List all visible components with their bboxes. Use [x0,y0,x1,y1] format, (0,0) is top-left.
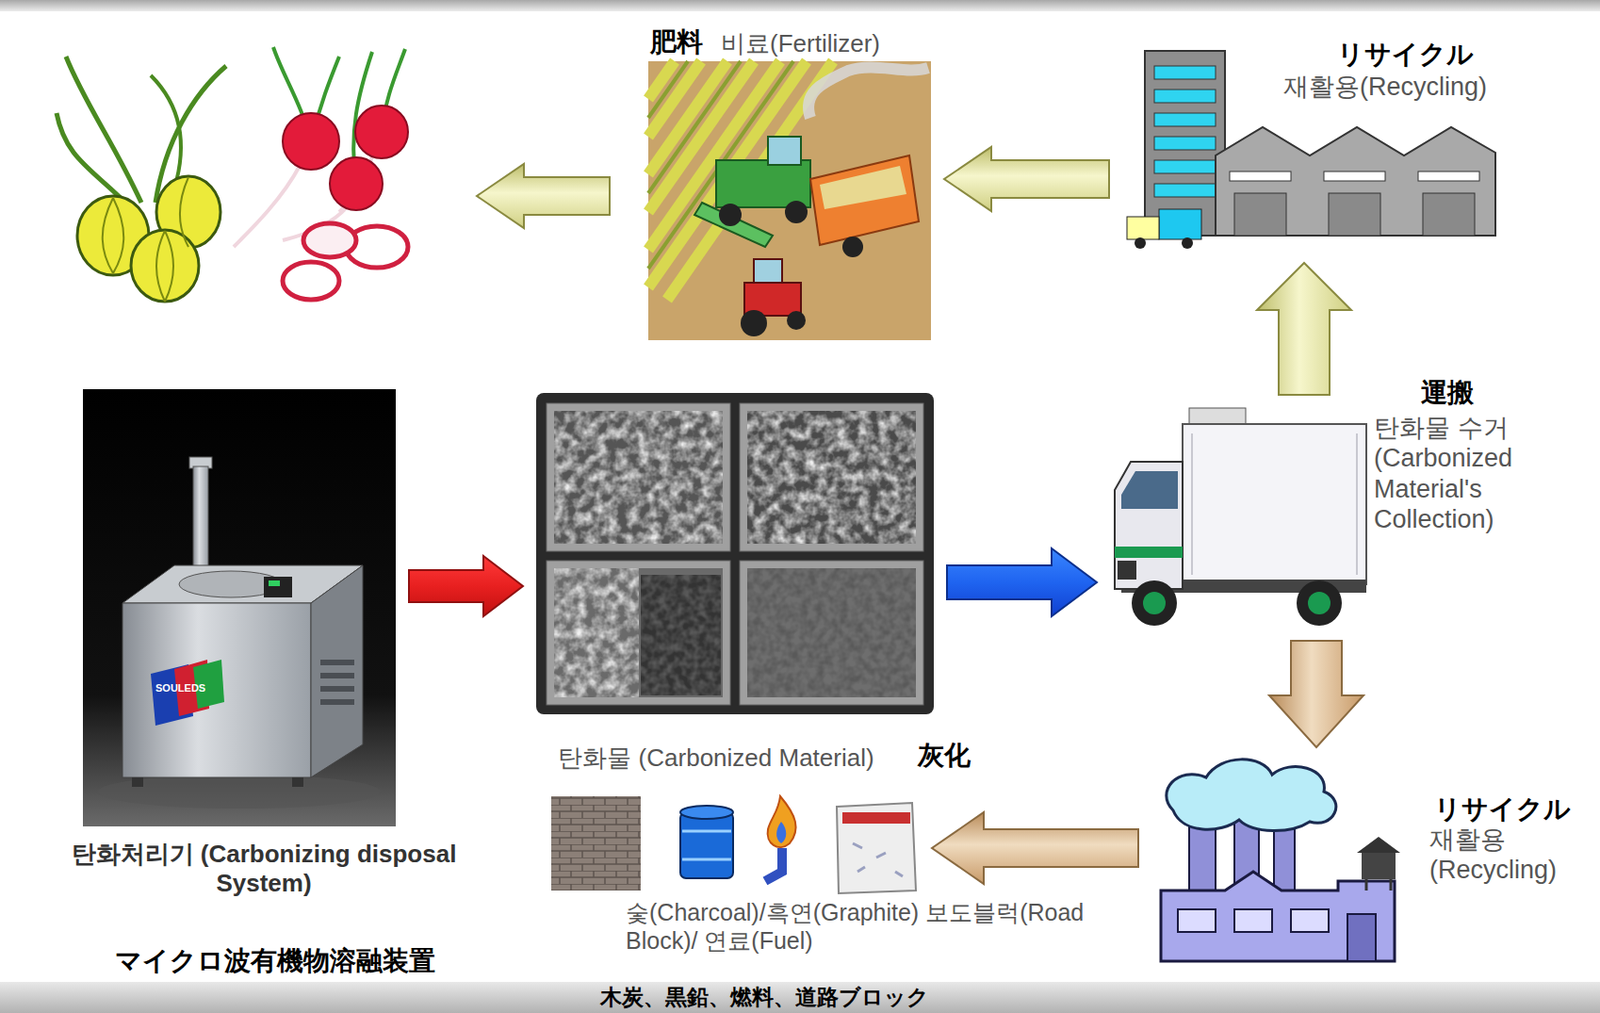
caption-text: 탄화처리기 (Carbonizing disposal System) [28,839,500,898]
flow-arrow [944,146,1110,212]
japanese-caption: 肥料 [650,26,703,59]
flow-arrow [476,163,610,229]
logo-text: SOULEDS [155,682,206,695]
caption-text: 탄화물 (Carbonized Material) [517,743,915,773]
carbonizer-machine: 탄화처리기 (Carbonizing disposal System)マイクロ波… [82,389,396,827]
carbonized-material-photo: 탄화물 (Carbonized Material)灰化 [536,392,934,715]
japanese-caption: リサイクル [1337,38,1474,71]
caption-text: 숯(Charcoal)/흑연(Graphite) 보도블럭(Road Block… [625,897,1097,955]
recycling-plant: 재활용(Recycling)リサイクル [1122,50,1496,250]
collection-truck: 탄화물 수거 (Carbonized Material's Collection… [1110,408,1367,628]
caption-text: 탄화물 수거 (Carbonized Material's Collection… [1373,412,1593,536]
caption-text: 재활용 (Recycling) [1429,824,1595,886]
japanese-caption: リサイクル [1434,793,1571,826]
flow-arrow [931,812,1139,884]
flow-arrow [946,548,1097,617]
japanese-caption: 木炭、黒鉛、燃料、道路ブロック [600,984,930,1012]
caption-text: 재활용(Recycling) [1283,71,1487,102]
fertilizer-picture: 비료(Fertilizer)肥料 [648,61,931,341]
japanese-caption: 灰化 [917,739,971,772]
product-icons: 숯(Charcoal)/흑연(Graphite) 보도블럭(Road Block… [551,796,919,894]
caption-text: 비료(Fertilizer) [720,29,881,59]
japanese-caption: マイクロ波有機物溶融装置 [114,945,436,978]
flow-arrow [408,555,523,617]
flow-arrow [1269,640,1364,748]
recycling-factory: 재활용 (Recycling)リサイクル [1151,760,1419,964]
japanese-caption: 運搬 [1420,376,1474,409]
flow-arrow [1257,262,1352,395]
